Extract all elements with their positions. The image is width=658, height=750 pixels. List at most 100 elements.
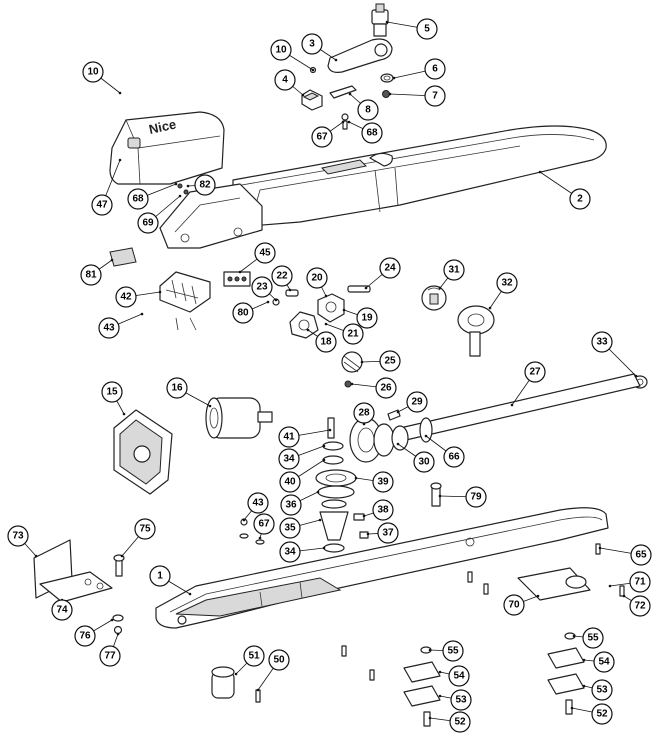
part-callout-77: 77 [99, 632, 121, 667]
callout-anchor-dot [608, 584, 612, 588]
callout-bubble [51, 599, 73, 621]
part-callout-27: 27 [510, 361, 546, 407]
callout-number: 39 [377, 477, 389, 488]
callout-bubble [379, 257, 401, 279]
part-callout-22: 22 [271, 265, 293, 292]
callout-bubble [280, 494, 302, 516]
callout-bubble [91, 194, 113, 216]
callout-bubble [254, 242, 276, 264]
callout-bubble [99, 645, 121, 667]
callout-number: 54 [453, 671, 465, 682]
part-callout-19: 19 [342, 307, 378, 329]
part-callout-52: 52 [570, 703, 613, 725]
rear-bracket [33, 539, 125, 603]
callout-bubble [279, 541, 301, 563]
callout-bubble [582, 627, 604, 649]
part-callout-41: 41 [278, 426, 332, 448]
control-board [159, 271, 211, 331]
callout-number: 36 [285, 500, 297, 511]
callout-anchor-dot [110, 618, 114, 622]
part-callout-25: 25 [360, 350, 401, 372]
callout-anchor-dot [622, 594, 626, 598]
callout-anchor-dot [348, 92, 352, 96]
callout-bubble [278, 448, 300, 470]
callout-number: 72 [634, 601, 646, 612]
release-key-assembly [301, 3, 394, 130]
part-callout-50: 50 [256, 649, 290, 692]
callout-number: 10 [87, 67, 99, 78]
small-fasteners [239, 518, 265, 545]
callout-anchor-dot [328, 428, 332, 432]
part-callout-45: 45 [238, 242, 276, 274]
part-callout-82: 82 [186, 174, 216, 196]
motor-head-cover: Nice [109, 111, 225, 185]
limit-switch-group [272, 285, 371, 339]
callout-number: 3 [309, 39, 315, 50]
part-callout-5: 5 [385, 18, 438, 40]
callout-bubble [448, 665, 470, 687]
part-callout-21: 21 [324, 322, 364, 345]
callout-anchor-dot [324, 322, 328, 326]
callout-bubble [82, 61, 104, 83]
callout-bubble [149, 565, 171, 587]
callout-number: 1 [157, 571, 163, 582]
callout-anchor-dot [364, 286, 368, 290]
part-callout-35: 35 [279, 517, 322, 539]
callout-anchor-dot [322, 444, 326, 448]
callout-bubble [357, 99, 379, 121]
callout-anchor-dot [572, 634, 576, 638]
callout-number: 35 [284, 523, 296, 534]
part-callout-6: 6 [392, 58, 446, 80]
pinion-stack [315, 417, 369, 553]
callout-number: 19 [361, 313, 373, 324]
callout-number: 69 [142, 218, 154, 229]
callout-number: 18 [320, 337, 332, 348]
callout-number: 34 [283, 454, 295, 465]
front-bracket [517, 543, 625, 601]
callout-number: 50 [273, 655, 285, 666]
callout-bubble [465, 486, 487, 508]
callout-bubble [424, 85, 446, 107]
callout-anchor-dot [158, 290, 162, 294]
callout-bubble [503, 594, 525, 616]
callout-bubble [270, 39, 292, 61]
callout-bubble [353, 402, 375, 424]
part-callout-76: 76 [74, 618, 114, 647]
callout-bubble [243, 645, 265, 667]
callout-bubble [74, 625, 96, 647]
brand-logo: Nice [148, 117, 178, 137]
terminal-block [223, 271, 251, 287]
callout-anchor-dot [318, 518, 322, 522]
callout-bubble [406, 391, 428, 413]
callout-anchor-dot [322, 458, 326, 462]
callout-bubble [253, 513, 275, 535]
part-callout-52: 52 [428, 711, 471, 733]
callout-bubble [127, 188, 149, 210]
part-callout-29: 29 [396, 391, 428, 414]
callout-anchor-dot [396, 410, 400, 414]
callout-number: 8 [365, 105, 371, 116]
part-callout-67: 67 [311, 120, 345, 148]
part-callout-42: 42 [115, 286, 162, 308]
callout-number: 7 [432, 91, 438, 102]
callout-number: 47 [96, 200, 108, 211]
part-callout-8: 8 [348, 92, 379, 121]
callout-bubble [194, 174, 216, 196]
part-callout-68: 68 [347, 120, 383, 144]
part-callout-43: 43 [242, 492, 269, 522]
callout-bubble [134, 518, 156, 540]
callout-anchor-dot [396, 442, 400, 446]
callout-bubble [356, 307, 378, 329]
part-callout-55: 55 [572, 627, 604, 649]
callout-anchor-dot [536, 594, 540, 598]
part-callout-28: 28 [353, 402, 375, 426]
callout-anchor-dot [350, 382, 354, 386]
upper-cover [232, 125, 607, 227]
callout-bubble [268, 649, 290, 671]
callout-number: 75 [139, 524, 151, 535]
callout-anchor-dot [570, 706, 574, 710]
callout-bubble [413, 451, 435, 473]
part-callout-10: 10 [270, 39, 315, 72]
callout-number: 33 [596, 337, 608, 348]
